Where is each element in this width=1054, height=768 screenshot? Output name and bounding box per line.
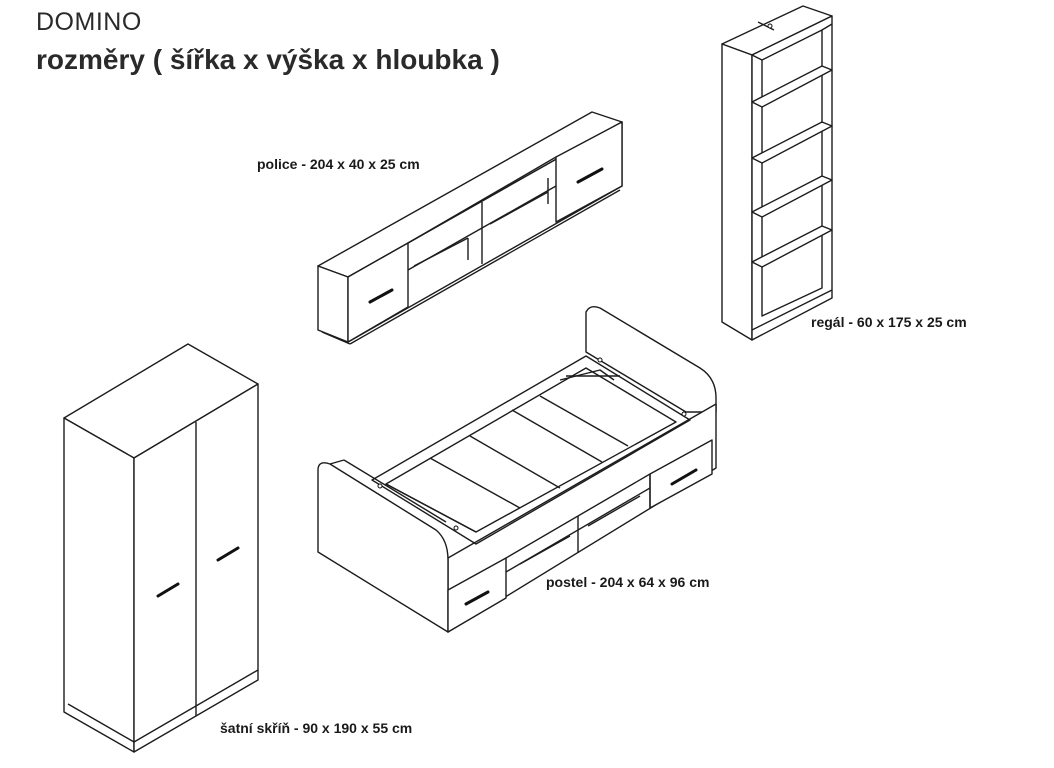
bed-label: postel - 204 x 64 x 96 cm [546, 574, 710, 590]
bookcase-label: regál - 60 x 175 x 25 cm [811, 314, 967, 330]
page-title: DOMINO [36, 8, 142, 36]
wardrobe-label: šatní skříň - 90 x 190 x 55 cm [220, 720, 413, 736]
page-subtitle: rozměry ( šířka x výška x hloubka ) [36, 44, 500, 75]
wardrobe-drawing [63, 343, 259, 753]
wall-shelf-label: police - 204 x 40 x 25 cm [257, 156, 420, 172]
wall-shelf-drawing [317, 111, 623, 345]
bookcase-drawing [721, 5, 833, 341]
bed-drawing [317, 305, 717, 633]
